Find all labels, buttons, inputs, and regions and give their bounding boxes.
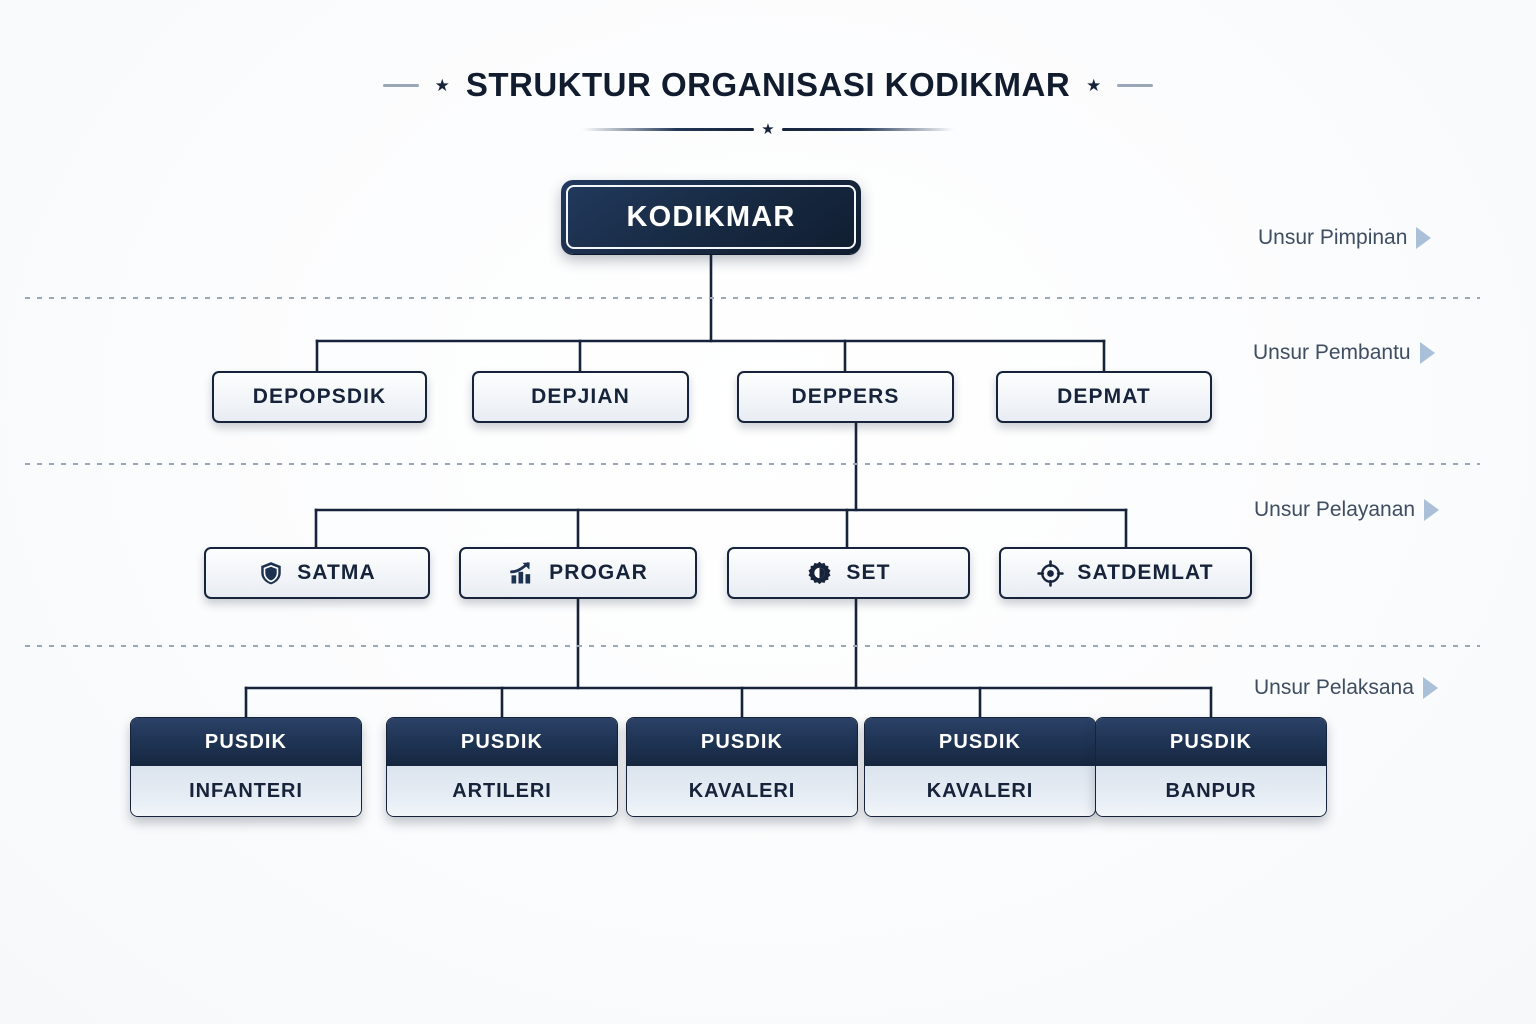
divider-star-icon: ★ [761, 121, 775, 138]
crosshair-target-icon [1037, 559, 1065, 587]
node-pusdik-infanteri[interactable]: PUSDIK INFANTERI [130, 717, 362, 817]
node-label: SATDEMLAT [1077, 561, 1214, 584]
pusdik-body-label: ARTILERI [452, 779, 552, 802]
pusdik-head: PUSDIK [627, 718, 857, 766]
gear-icon [806, 560, 833, 587]
divider-line-right [781, 128, 954, 131]
chart-header: ★ STRUKTUR ORGANISASI KODIKMAR ★ ★ [0, 66, 1536, 137]
pusdik-body: INFANTERI [131, 766, 361, 816]
band-label-text: Unsur Pembantu [1253, 341, 1411, 364]
divider-line-left [582, 128, 755, 131]
band-label-text: Unsur Pimpinan [1258, 226, 1408, 249]
pusdik-head: PUSDIK [865, 718, 1095, 766]
band-label-text: Unsur Pelaksana [1254, 676, 1414, 699]
band-label-unsur-pimpinan: Unsur Pimpinan [1258, 226, 1432, 250]
node-satdemlat[interactable]: SATDEMLAT [999, 547, 1252, 599]
node-pusdik-kavaleri-2[interactable]: PUSDIK KAVALERI [864, 717, 1096, 817]
root-inner-border: KODIKMAR [566, 185, 856, 249]
node-label: DEPOPSDIK [252, 385, 387, 408]
band-label-unsur-pembantu: Unsur Pembantu [1253, 341, 1435, 365]
node-pusdik-kavaleri-1[interactable]: PUSDIK KAVALERI [626, 717, 858, 817]
pusdik-body: KAVALERI [865, 766, 1095, 816]
title-dash-right [1117, 83, 1154, 87]
band-label-unsur-pelayanan: Unsur Pelayanan [1254, 498, 1440, 522]
node-depopsdik[interactable]: DEPOPSDIK [212, 371, 427, 423]
bar-chart-arrow-icon [508, 559, 536, 587]
pusdik-head-label: PUSDIK [460, 730, 544, 753]
node-satma[interactable]: SATMA [204, 547, 430, 599]
node-depmat[interactable]: DEPMAT [996, 371, 1212, 423]
node-label: PROGAR [549, 561, 648, 584]
pusdik-head-label: PUSDIK [204, 730, 288, 753]
triangle-right-icon [1424, 499, 1440, 521]
band-label-unsur-pelaksana: Unsur Pelaksana [1254, 676, 1438, 700]
pusdik-head-label: PUSDIK [1169, 730, 1253, 753]
node-label: DEPPERS [791, 385, 900, 408]
page-title: STRUKTUR ORGANISASI KODIKMAR [465, 66, 1071, 103]
triangle-right-icon [1416, 227, 1432, 249]
node-label: SET [846, 561, 891, 584]
node-label: DEPJIAN [531, 385, 630, 408]
shield-icon [258, 560, 284, 586]
pusdik-head: PUSDIK [1096, 718, 1326, 766]
pusdik-body-label: KAVALERI [926, 779, 1034, 802]
title-dash-left [382, 83, 419, 87]
pusdik-body: BANPUR [1096, 766, 1326, 816]
node-pusdik-banpur[interactable]: PUSDIK BANPUR [1095, 717, 1327, 817]
pusdik-head-label: PUSDIK [700, 730, 784, 753]
star-left-icon: ★ [434, 75, 450, 95]
pusdik-body-label: KAVALERI [688, 779, 796, 802]
node-progar[interactable]: PROGAR [459, 547, 697, 599]
node-pusdik-artileri[interactable]: PUSDIK ARTILERI [386, 717, 618, 817]
root-label: KODIKMAR [626, 200, 796, 233]
pusdik-body: KAVALERI [627, 766, 857, 816]
title-sub-divider: ★ [582, 121, 954, 138]
triangle-right-icon [1419, 342, 1435, 364]
node-set[interactable]: SET [727, 547, 970, 599]
root-box[interactable]: KODIKMAR [561, 180, 861, 254]
pusdik-head: PUSDIK [387, 718, 617, 766]
star-right-icon: ★ [1086, 75, 1102, 95]
band-label-text: Unsur Pelayanan [1254, 498, 1416, 521]
node-label: SATMA [297, 561, 376, 584]
node-label: DEPMAT [1057, 385, 1151, 408]
pusdik-body: ARTILERI [387, 766, 617, 816]
node-kodikmar[interactable]: KODIKMAR [561, 180, 861, 254]
title-row: ★ STRUKTUR ORGANISASI KODIKMAR ★ [382, 66, 1154, 104]
pusdik-body-label: INFANTERI [189, 779, 303, 802]
pusdik-head: PUSDIK [131, 718, 361, 766]
pusdik-head-label: PUSDIK [938, 730, 1022, 753]
node-depjian[interactable]: DEPJIAN [472, 371, 689, 423]
node-deppers[interactable]: DEPPERS [737, 371, 954, 423]
triangle-right-icon [1422, 677, 1438, 699]
pusdik-body-label: BANPUR [1165, 779, 1257, 802]
